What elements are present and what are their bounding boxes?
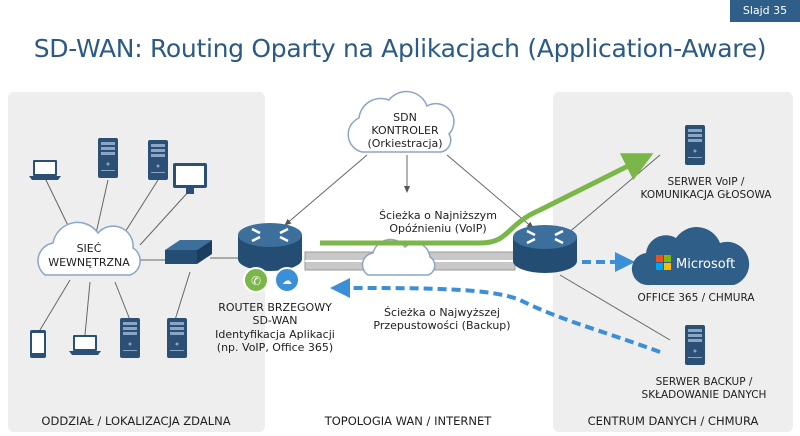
backup-server-icon (685, 325, 705, 365)
desktop-icon (120, 318, 140, 358)
svg-text:SERWER VoIP /: SERWER VoIP / (668, 176, 745, 188)
svg-text:Opóźnieniu (VoIP): Opóźnieniu (VoIP) (389, 222, 486, 235)
desktop-icon (167, 318, 187, 358)
slide-number-badge: Slajd 35 (730, 0, 800, 22)
monitor-icon (173, 163, 207, 194)
desktop-icon (98, 138, 118, 178)
svg-text:SD-WAN: SD-WAN (252, 314, 297, 327)
microsoft-cloud: Microsoft (631, 227, 750, 286)
svg-text:☁: ☁ (282, 276, 292, 287)
high-bandwidth-path-label: Ścieżka o Najwyższej (384, 306, 500, 319)
svg-text:(Orkiestracja): (Orkiestracja) (367, 137, 442, 150)
wan-footer: TOPOLOGIA WAN / INTERNET (324, 414, 492, 428)
phone-icon (30, 330, 46, 358)
svg-text:(np. VoIP, Office 365): (np. VoIP, Office 365) (217, 341, 333, 354)
svg-text:WEWNĘTRZNA: WEWNĘTRZNA (48, 256, 130, 269)
datacenter-footer: CENTRUM DANYCH / CHMURA (588, 414, 759, 428)
edge-router-label: ROUTER BRZEGOWY (218, 301, 332, 314)
page-title: SD-WAN: Routing Oparty na Aplikacjach (A… (33, 34, 767, 63)
low-latency-path-label: Ścieżka o Najniższym (379, 209, 497, 222)
svg-text:SKŁADOWANIE DANYCH: SKŁADOWANIE DANYCH (642, 389, 767, 401)
internet-cloud (361, 238, 436, 276)
internal-network-cloud: SIEĆ WEWNĘTRZNA (37, 221, 141, 276)
branch-footer: ODDZIAŁ / LOKALIZACJA ZDALNA (41, 414, 230, 428)
microsoft-logo-text: Microsoft (676, 257, 735, 272)
cloud-app-icon: ☁ (274, 267, 300, 293)
sdn-controller-cloud: SDN KONTROLER (Orkiestracja) (347, 90, 455, 153)
desktop-icon (148, 140, 168, 180)
laptop-icon (69, 335, 101, 355)
datacenter-router-icon (511, 223, 579, 275)
voip-server-icon (685, 125, 705, 165)
svg-text:Przepustowości (Backup): Przepustowości (Backup) (373, 319, 510, 332)
svg-text:SERWER BACKUP /: SERWER BACKUP / (656, 376, 753, 388)
edge-router-icon (236, 221, 304, 273)
svg-text:SIEĆ: SIEĆ (77, 242, 102, 255)
voip-path-arrow (320, 153, 654, 246)
voip-app-icon: ✆ (243, 267, 269, 293)
svg-text:SDN: SDN (393, 111, 417, 124)
svg-text:Identyfikacja Aplikacji: Identyfikacja Aplikacji (215, 328, 335, 341)
laptop-icon (29, 160, 61, 180)
switch-icon (165, 240, 212, 264)
svg-text:KONTROLER: KONTROLER (371, 124, 439, 137)
backup-path-arrow (330, 278, 661, 354)
lan-links (39, 177, 240, 336)
svg-text:KOMUNIKACJA GŁOSOWA: KOMUNIKACJA GŁOSOWA (641, 189, 773, 201)
svg-text:✆: ✆ (251, 274, 261, 288)
svg-text:OFFICE 365 / CHMURA: OFFICE 365 / CHMURA (637, 292, 755, 304)
